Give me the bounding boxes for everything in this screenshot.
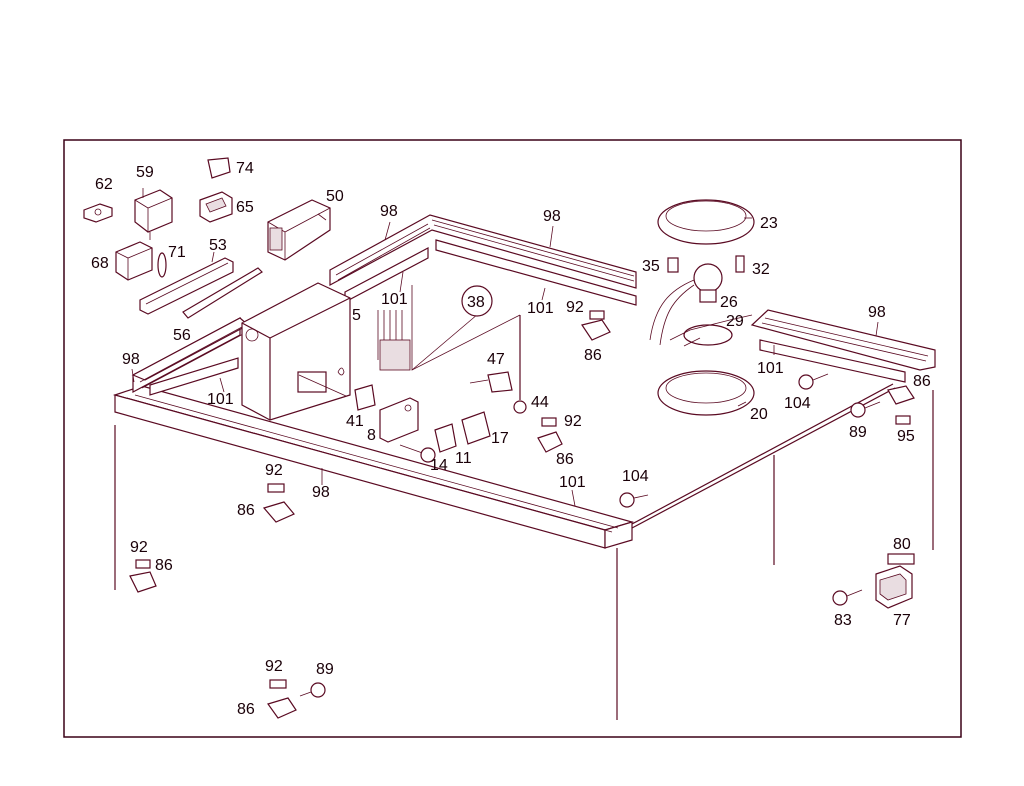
- label-32: 32: [752, 261, 770, 278]
- module-50: [267, 199, 331, 261]
- label-80: 80: [893, 536, 911, 553]
- label-98-d: 98: [122, 351, 140, 368]
- label-26: 26: [720, 294, 738, 311]
- bracket-62: [83, 203, 113, 223]
- switch-17: [461, 411, 491, 445]
- label-62: 62: [95, 176, 113, 193]
- label-68: 68: [91, 255, 109, 272]
- relay-74: [207, 157, 231, 179]
- label-74: 74: [236, 160, 254, 177]
- label-92-e: 92: [265, 658, 283, 675]
- label-29: 29: [726, 313, 744, 330]
- cover-20: [657, 370, 755, 416]
- label-86-d: 86: [155, 557, 173, 574]
- rail-left: [131, 317, 250, 393]
- label-53: 53: [209, 237, 227, 254]
- label-11: 11: [455, 450, 472, 467]
- sender-26: [649, 263, 723, 346]
- label-86-f: 86: [913, 373, 931, 390]
- channel-56: [182, 267, 263, 319]
- label-83: 83: [834, 612, 852, 629]
- rail-right: [750, 309, 936, 383]
- label-56: 56: [173, 327, 191, 344]
- label-89-b: 89: [316, 661, 334, 678]
- label-104-a: 104: [784, 395, 811, 412]
- buffer-86-a: [581, 310, 611, 341]
- relay-59: [134, 188, 173, 240]
- label-65: 65: [236, 199, 254, 216]
- label-20: 20: [750, 406, 768, 423]
- label-8: 8: [367, 427, 376, 444]
- control-unit: [241, 282, 351, 421]
- screw-104-b: [619, 492, 649, 508]
- label-101-c: 101: [757, 360, 784, 377]
- label-47: 47: [487, 351, 505, 368]
- label-98-e: 98: [312, 484, 330, 501]
- label-5: 5: [352, 307, 361, 324]
- label-98-c: 98: [868, 304, 886, 321]
- diagram-frame: [63, 139, 962, 738]
- label-98-b: 98: [543, 208, 561, 225]
- label-77: 77: [893, 612, 911, 629]
- screw-83: [832, 589, 863, 606]
- rail-back: [329, 214, 637, 289]
- buffer-86-b: [537, 417, 563, 453]
- callout-38-circle: [461, 285, 493, 317]
- label-92-c: 92: [265, 462, 283, 479]
- switch-77: [875, 553, 915, 609]
- bracket-8: [379, 397, 419, 443]
- buffer-86-e: [267, 679, 297, 719]
- label-44: 44: [531, 394, 549, 411]
- screw-32: [735, 255, 745, 273]
- label-41: 41: [346, 413, 364, 430]
- label-92-a: 92: [566, 299, 584, 316]
- label-101-a: 101: [381, 291, 408, 308]
- label-104-b: 104: [622, 468, 649, 485]
- screw-89-b: [299, 682, 326, 698]
- module-65: [199, 191, 233, 223]
- label-38: 38: [467, 294, 485, 311]
- buffer-86-d: [129, 559, 157, 593]
- switch-47: [469, 371, 513, 393]
- label-86-a: 86: [584, 347, 602, 364]
- label-59: 59: [136, 164, 154, 181]
- label-101-d: 101: [207, 391, 234, 408]
- switch-41: [354, 384, 376, 411]
- label-98-a: 98: [380, 203, 398, 220]
- part-29: [669, 314, 753, 347]
- label-17: 17: [491, 430, 509, 447]
- cover-23: [657, 199, 755, 245]
- label-101-e: 101: [559, 474, 586, 491]
- bulb-44: [513, 400, 527, 414]
- buffer-86-c: [262, 483, 295, 523]
- rail-front: [112, 385, 635, 549]
- label-95: 95: [897, 428, 915, 445]
- label-23: 23: [760, 215, 778, 232]
- label-86-c: 86: [237, 502, 255, 519]
- module-68: [115, 241, 153, 281]
- label-86-b: 86: [556, 451, 574, 468]
- channel-53: [139, 257, 234, 315]
- screw-35: [667, 257, 679, 273]
- label-35: 35: [642, 258, 660, 275]
- labels: 62 59 74 65 50 68 71 53 56 98 98 98 98 9…: [91, 160, 931, 718]
- label-71: 71: [168, 244, 186, 261]
- screw-14: [399, 444, 436, 463]
- label-89-a: 89: [849, 424, 867, 441]
- screw-104-a: [798, 373, 829, 390]
- label-92-d: 92: [130, 539, 148, 556]
- rail-back-inner: [344, 239, 637, 306]
- label-101-b: 101: [527, 300, 554, 317]
- label-14: 14: [430, 457, 448, 474]
- screw-89-a: [850, 401, 881, 418]
- buffer-86-f: [887, 385, 915, 425]
- label-50: 50: [326, 188, 344, 205]
- rail-left-lower: [149, 357, 239, 396]
- switch-11: [434, 423, 457, 453]
- clip-71: [157, 252, 167, 278]
- label-92-b: 92: [564, 413, 582, 430]
- label-86-e: 86: [237, 701, 255, 718]
- leader-lines: [131, 213, 879, 507]
